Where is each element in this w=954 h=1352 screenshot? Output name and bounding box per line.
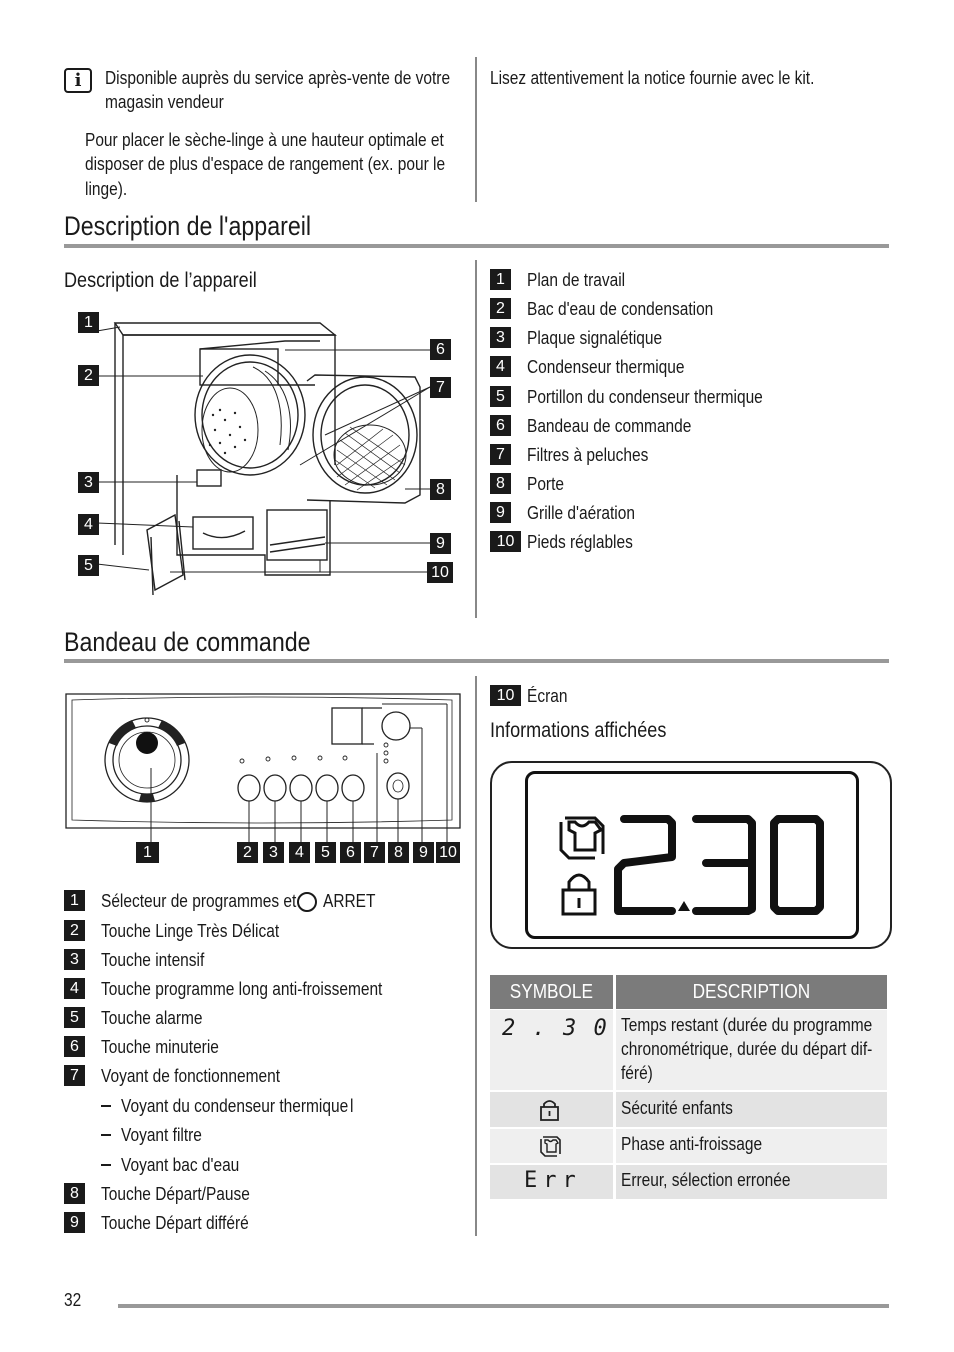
column-divider-section2: [475, 676, 477, 1236]
callout-3: 3: [78, 472, 99, 493]
display-digits: [614, 815, 824, 915]
table-row: [490, 1092, 613, 1127]
display-icons: [559, 816, 605, 916]
callout-6: 6: [430, 339, 451, 360]
section-title-description: Description de l'appareil: [64, 211, 312, 241]
lock-icon: [540, 1100, 559, 1121]
display-info-title: Informations affichées: [490, 719, 667, 742]
table-row: [490, 1129, 613, 1163]
power-off-icon: [297, 892, 317, 912]
display-screen: [525, 771, 859, 939]
table-header-description: DESCRIPTION: [616, 975, 887, 1009]
callout-1: 1: [78, 312, 99, 333]
panel-number-5: 5: [315, 842, 336, 863]
table-header-symbol: SYMBOLE: [490, 975, 613, 1009]
page-number: 32: [64, 1290, 82, 1310]
section-rule-2: [64, 659, 889, 663]
sub-item-suffix: l: [350, 1096, 354, 1116]
callout-2: 2: [78, 365, 99, 386]
control-panel-illustration: [65, 693, 461, 843]
callout-8: 8: [430, 479, 451, 500]
table-row: Err: [490, 1165, 613, 1199]
info-note-line-1: Disponible auprès du service après-vente…: [105, 68, 451, 88]
panel-number-10: 10: [436, 842, 460, 863]
panel-number-6: 6: [340, 842, 361, 863]
para-line-3: linge).: [85, 179, 128, 199]
table-row: Temps restant (durée du programme chrono…: [616, 1010, 887, 1090]
panel-number-2: 2: [237, 842, 258, 863]
shirt-icon: [540, 1136, 561, 1157]
table-row: Erreur, sélection erronée: [616, 1165, 887, 1199]
info-icon: i: [64, 68, 92, 93]
panel-number-8: 8: [388, 842, 409, 863]
section-title-control-panel: Bandeau de commande: [64, 627, 311, 657]
section-rule-1: [64, 244, 889, 248]
panel-number-1: 1: [136, 842, 159, 863]
callout-9: 9: [430, 533, 451, 554]
para-line-1: Pour placer le sèche-linge à une hauteur…: [85, 130, 444, 150]
column-divider-section1: [475, 260, 477, 618]
error-symbol: Err: [524, 1168, 582, 1193]
callout-10: 10: [427, 562, 453, 583]
subtitle-description: Description de l’appareil: [64, 269, 257, 292]
panel-number-4: 4: [289, 842, 310, 863]
para-line-2: disposer de plus d'espace de rangement (…: [85, 154, 446, 174]
sub-item-dash: [101, 1105, 111, 1107]
info-note-line-2: magasin vendeur: [105, 92, 224, 112]
panel-number-9: 9: [413, 842, 434, 863]
sub-item-filter-light: Voyant filtre: [121, 1125, 202, 1145]
callout-7: 7: [430, 377, 451, 398]
panel-number-3: 3: [263, 842, 284, 863]
callout-4: 4: [78, 514, 99, 535]
footer-rule: [118, 1304, 889, 1308]
table-row: 2 . 3 0: [490, 1010, 613, 1090]
table-row: Phase anti-froissage: [616, 1129, 887, 1163]
sub-item-water-tank-light: Voyant bac d'eau: [121, 1155, 240, 1175]
column-divider-top: [475, 57, 477, 202]
sub-item-condenser-light: Voyant du condenseur thermique: [121, 1096, 349, 1116]
kit-note: Lisez attentivement la notice fournie av…: [490, 68, 815, 88]
panel-number-7: 7: [364, 842, 385, 863]
sub-item-dash: [101, 1134, 111, 1136]
callout-5: 5: [78, 555, 99, 576]
sub-item-dash: [101, 1164, 111, 1166]
dryer-illustration: [96, 322, 431, 596]
remaining-time-symbol: 2 . 3 0: [502, 1016, 609, 1041]
table-row: Sécurité enfants: [616, 1092, 887, 1127]
display-panel: [490, 761, 892, 949]
